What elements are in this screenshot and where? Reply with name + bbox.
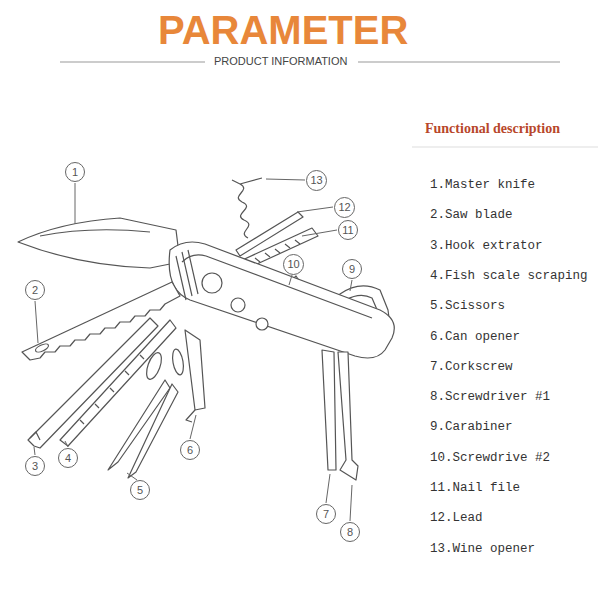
- knife-spine: [40, 230, 150, 236]
- callout-circle: 10: [283, 254, 304, 275]
- screwdriver-1: [322, 350, 336, 470]
- header-rule: [60, 62, 205, 63]
- leader-line: [190, 415, 196, 439]
- callout-number: 7: [323, 509, 329, 520]
- callout-number: 10: [287, 259, 299, 270]
- function-item: 6.Can opener: [430, 330, 520, 344]
- callout-circle: 9: [342, 259, 362, 279]
- function-item: 4.Fish scale scraping: [430, 269, 588, 283]
- leader-line: [297, 207, 333, 212]
- leader-line: [350, 485, 352, 521]
- scissor-handle: [171, 348, 185, 375]
- hook-notch: [30, 432, 40, 440]
- callout-circle: 6: [180, 440, 200, 460]
- handle-edge: [182, 255, 372, 318]
- callout-number: 12: [338, 202, 350, 213]
- callout-circle: 5: [130, 480, 150, 500]
- handle-hole: [202, 273, 222, 293]
- callout-circle: 12: [334, 197, 355, 218]
- handle: [169, 242, 394, 358]
- subtitle: PRODUCT INFORMATION: [211, 55, 350, 67]
- callout-circle: 1: [65, 162, 85, 182]
- function-item: 2.Saw blade: [430, 208, 513, 222]
- function-item: 10.Screwdrive #2: [430, 451, 550, 465]
- callout-number: 6: [187, 445, 193, 456]
- function-item: 12.Lead: [430, 511, 483, 525]
- leader-line: [127, 473, 137, 480]
- bottle-tool: [338, 352, 358, 480]
- header-rule: [358, 62, 560, 63]
- master-knife: [18, 218, 180, 268]
- corkscrew: [232, 178, 262, 238]
- callout-number: 8: [347, 527, 353, 538]
- leader-line: [35, 301, 38, 343]
- function-item: 9.Carabiner: [430, 420, 513, 434]
- lead-blade: [236, 212, 303, 256]
- callout-number: 13: [310, 175, 322, 186]
- function-item: 1.Master knife: [430, 178, 535, 192]
- callout-number: 4: [65, 453, 71, 464]
- scissor-blade: [128, 384, 178, 478]
- saw-hole: [34, 342, 49, 353]
- function-item: 7.Corkscrew: [430, 360, 513, 374]
- leader-line: [350, 280, 352, 291]
- handle-hole: [231, 298, 245, 312]
- callout-number: 11: [342, 225, 353, 236]
- callout-circle: 8: [340, 522, 360, 542]
- leader-lines: [34, 179, 352, 521]
- callout-number: 3: [32, 461, 38, 472]
- leader-line: [289, 275, 292, 285]
- function-item: 3.Hook extrator: [430, 239, 543, 253]
- tool-parts: [18, 62, 598, 480]
- page-title: PARAMETER: [158, 8, 408, 53]
- callout-circle: 4: [58, 448, 78, 468]
- callout-circle: 2: [25, 280, 45, 300]
- callout-number: 1: [72, 167, 78, 178]
- callout-circle: 11: [338, 220, 358, 240]
- leader-line: [266, 179, 305, 180]
- leader-line: [302, 230, 337, 236]
- can-opener: [185, 330, 205, 410]
- pivot-collar: [176, 250, 198, 300]
- function-item: 8.Screwdriver #1: [430, 390, 550, 404]
- scissor-handle: [144, 351, 165, 381]
- leader-line: [34, 447, 35, 455]
- callout-circle: 13: [306, 170, 327, 191]
- scale-teeth: [80, 355, 144, 424]
- callout-number: 2: [32, 285, 38, 296]
- leader-line: [65, 441, 68, 447]
- section-heading: Functional description: [425, 121, 560, 137]
- callout-circle: 3: [25, 456, 45, 476]
- leader-line: [75, 183, 76, 224]
- can-opener-hook: [186, 410, 195, 422]
- function-item: 11.Nail file: [430, 481, 520, 495]
- section-rule: [412, 147, 598, 148]
- callout-number: 5: [137, 485, 143, 496]
- function-item: 13.Wine opener: [430, 542, 535, 556]
- callout-circle: 7: [316, 504, 336, 524]
- handle-hole: [256, 318, 268, 330]
- callout-number: 9: [349, 264, 355, 275]
- function-item: 5.Scissors: [430, 299, 505, 313]
- leader-line: [326, 474, 330, 503]
